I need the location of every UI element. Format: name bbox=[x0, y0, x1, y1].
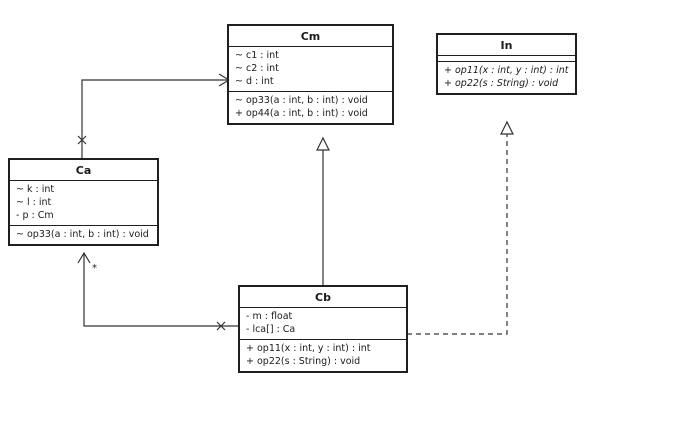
attribute: - m : float bbox=[246, 311, 293, 322]
class-name: In bbox=[438, 35, 575, 56]
class-ca[interactable]: Ca ~ k : int ~ l : int - p : Cm ~ op33(a… bbox=[8, 158, 159, 246]
operation: + op22(s : String) : void bbox=[444, 78, 559, 89]
multiplicity-star: * bbox=[92, 263, 97, 274]
attribute: ~ c1 : int bbox=[235, 50, 279, 61]
operation: + op22(s : String) : void bbox=[246, 356, 361, 367]
operations-section: ~ op33(a : int, b : int) : void bbox=[10, 225, 157, 244]
class-name: Ca bbox=[10, 160, 157, 181]
association-cb-ca bbox=[77, 251, 239, 331]
operation: ~ op33(a : int, b : int) : void bbox=[235, 95, 368, 106]
interface-in[interactable]: In + op11(x : int, y : int) : int + op22… bbox=[436, 33, 577, 95]
class-name: Cm bbox=[229, 26, 392, 47]
operations-section: ~ op33(a : int, b : int) : void + op44(a… bbox=[229, 91, 392, 123]
operation: + op44(a : int, b : int) : void bbox=[235, 108, 368, 119]
operation: ~ op33(a : int, b : int) : void bbox=[16, 229, 149, 240]
operations-section: + op11(x : int, y : int) : int + op22(s … bbox=[438, 61, 575, 93]
attributes-section: ~ k : int ~ l : int - p : Cm bbox=[10, 181, 157, 225]
generalization-cb-cm bbox=[316, 136, 330, 285]
attribute: ~ k : int bbox=[16, 184, 55, 195]
operation: + op11(x : int, y : int) : int bbox=[246, 343, 371, 354]
attribute: - lca[] : Ca bbox=[246, 324, 296, 335]
inheritance-triangle bbox=[316, 136, 330, 151]
class-name: Cb bbox=[240, 287, 406, 308]
attributes-section: ~ c1 : int ~ c2 : int ~ d : int bbox=[229, 47, 392, 91]
class-cb[interactable]: Cb - m : float - lca[] : Ca + op11(x : i… bbox=[238, 285, 408, 373]
association-ca-cm bbox=[77, 73, 231, 158]
attribute: ~ d : int bbox=[235, 76, 274, 87]
attributes-section: - m : float - lca[] : Ca bbox=[240, 308, 406, 339]
operations-section: + op11(x : int, y : int) : int + op22(s … bbox=[240, 339, 406, 371]
class-cm[interactable]: Cm ~ c1 : int ~ c2 : int ~ d : int ~ op3… bbox=[227, 24, 394, 125]
realization-cb-in bbox=[407, 120, 514, 335]
realization-triangle bbox=[500, 120, 514, 135]
operation: + op11(x : int, y : int) : int bbox=[444, 65, 569, 76]
attribute: ~ l : int bbox=[16, 197, 52, 208]
attribute: - p : Cm bbox=[16, 210, 54, 221]
attribute: ~ c2 : int bbox=[235, 63, 279, 74]
